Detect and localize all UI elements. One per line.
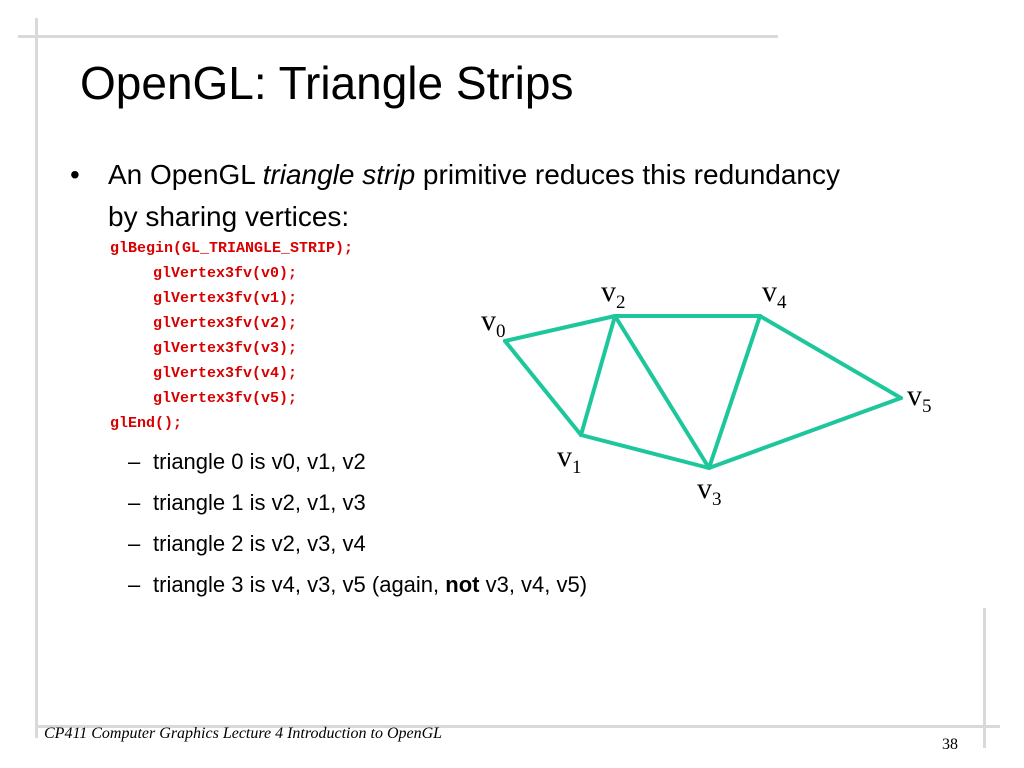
emphasis-term: triangle strip <box>262 159 416 190</box>
code-line-vertex: glVertex3fv(v3); <box>153 340 298 357</box>
code-line-vertex: glVertex3fv(v4); <box>153 365 298 382</box>
code-line-vertex: glVertex3fv(v0); <box>153 265 298 282</box>
vertex-label-v1: v1 <box>557 440 582 478</box>
bullet-text: An OpenGL triangle strip primitive reduc… <box>108 159 841 232</box>
code-line-vertex: glVertex3fv(v5); <box>153 390 298 407</box>
decor-line-top <box>18 35 778 38</box>
edge-v4-v5 <box>758 314 903 400</box>
code-line-end: glEnd(); <box>110 415 183 432</box>
code-line-begin: glBegin(GL_TRIANGLE_STRIP); <box>110 240 354 257</box>
vertex-label-v3: v3 <box>697 472 722 510</box>
slide-title: OpenGL: Triangle Strips <box>80 57 574 109</box>
vertex-label-v0: v0 <box>481 304 506 342</box>
code-line-vertex: glVertex3fv(v1); <box>153 290 298 307</box>
decor-line-left <box>35 18 38 738</box>
edge-v2-v3 <box>613 314 711 470</box>
edge-v1-v2 <box>579 314 617 437</box>
edge-v5-v3 <box>707 396 903 470</box>
decor-line-bottom <box>36 725 1000 728</box>
footer-course: CP411 Computer Graphics Lecture 4 Introd… <box>44 725 443 742</box>
vertex-label-v2: v2 <box>601 275 626 313</box>
vertex-label-v4: v4 <box>762 275 787 313</box>
edge-v1-v0 <box>503 339 583 437</box>
edge-v0-v2 <box>503 314 617 343</box>
bold-not: not <box>445 572 480 597</box>
bullet-marker: • <box>70 159 80 190</box>
decor-line-right <box>983 608 986 748</box>
page-number: 38 <box>942 736 958 753</box>
vertex-label-v5: v5 <box>907 379 932 417</box>
edge-v3-v4 <box>707 314 762 470</box>
strip-edges <box>503 314 903 470</box>
edge-v3-v1 <box>579 433 711 470</box>
code-line-vertex: glVertex3fv(v2); <box>153 315 298 332</box>
